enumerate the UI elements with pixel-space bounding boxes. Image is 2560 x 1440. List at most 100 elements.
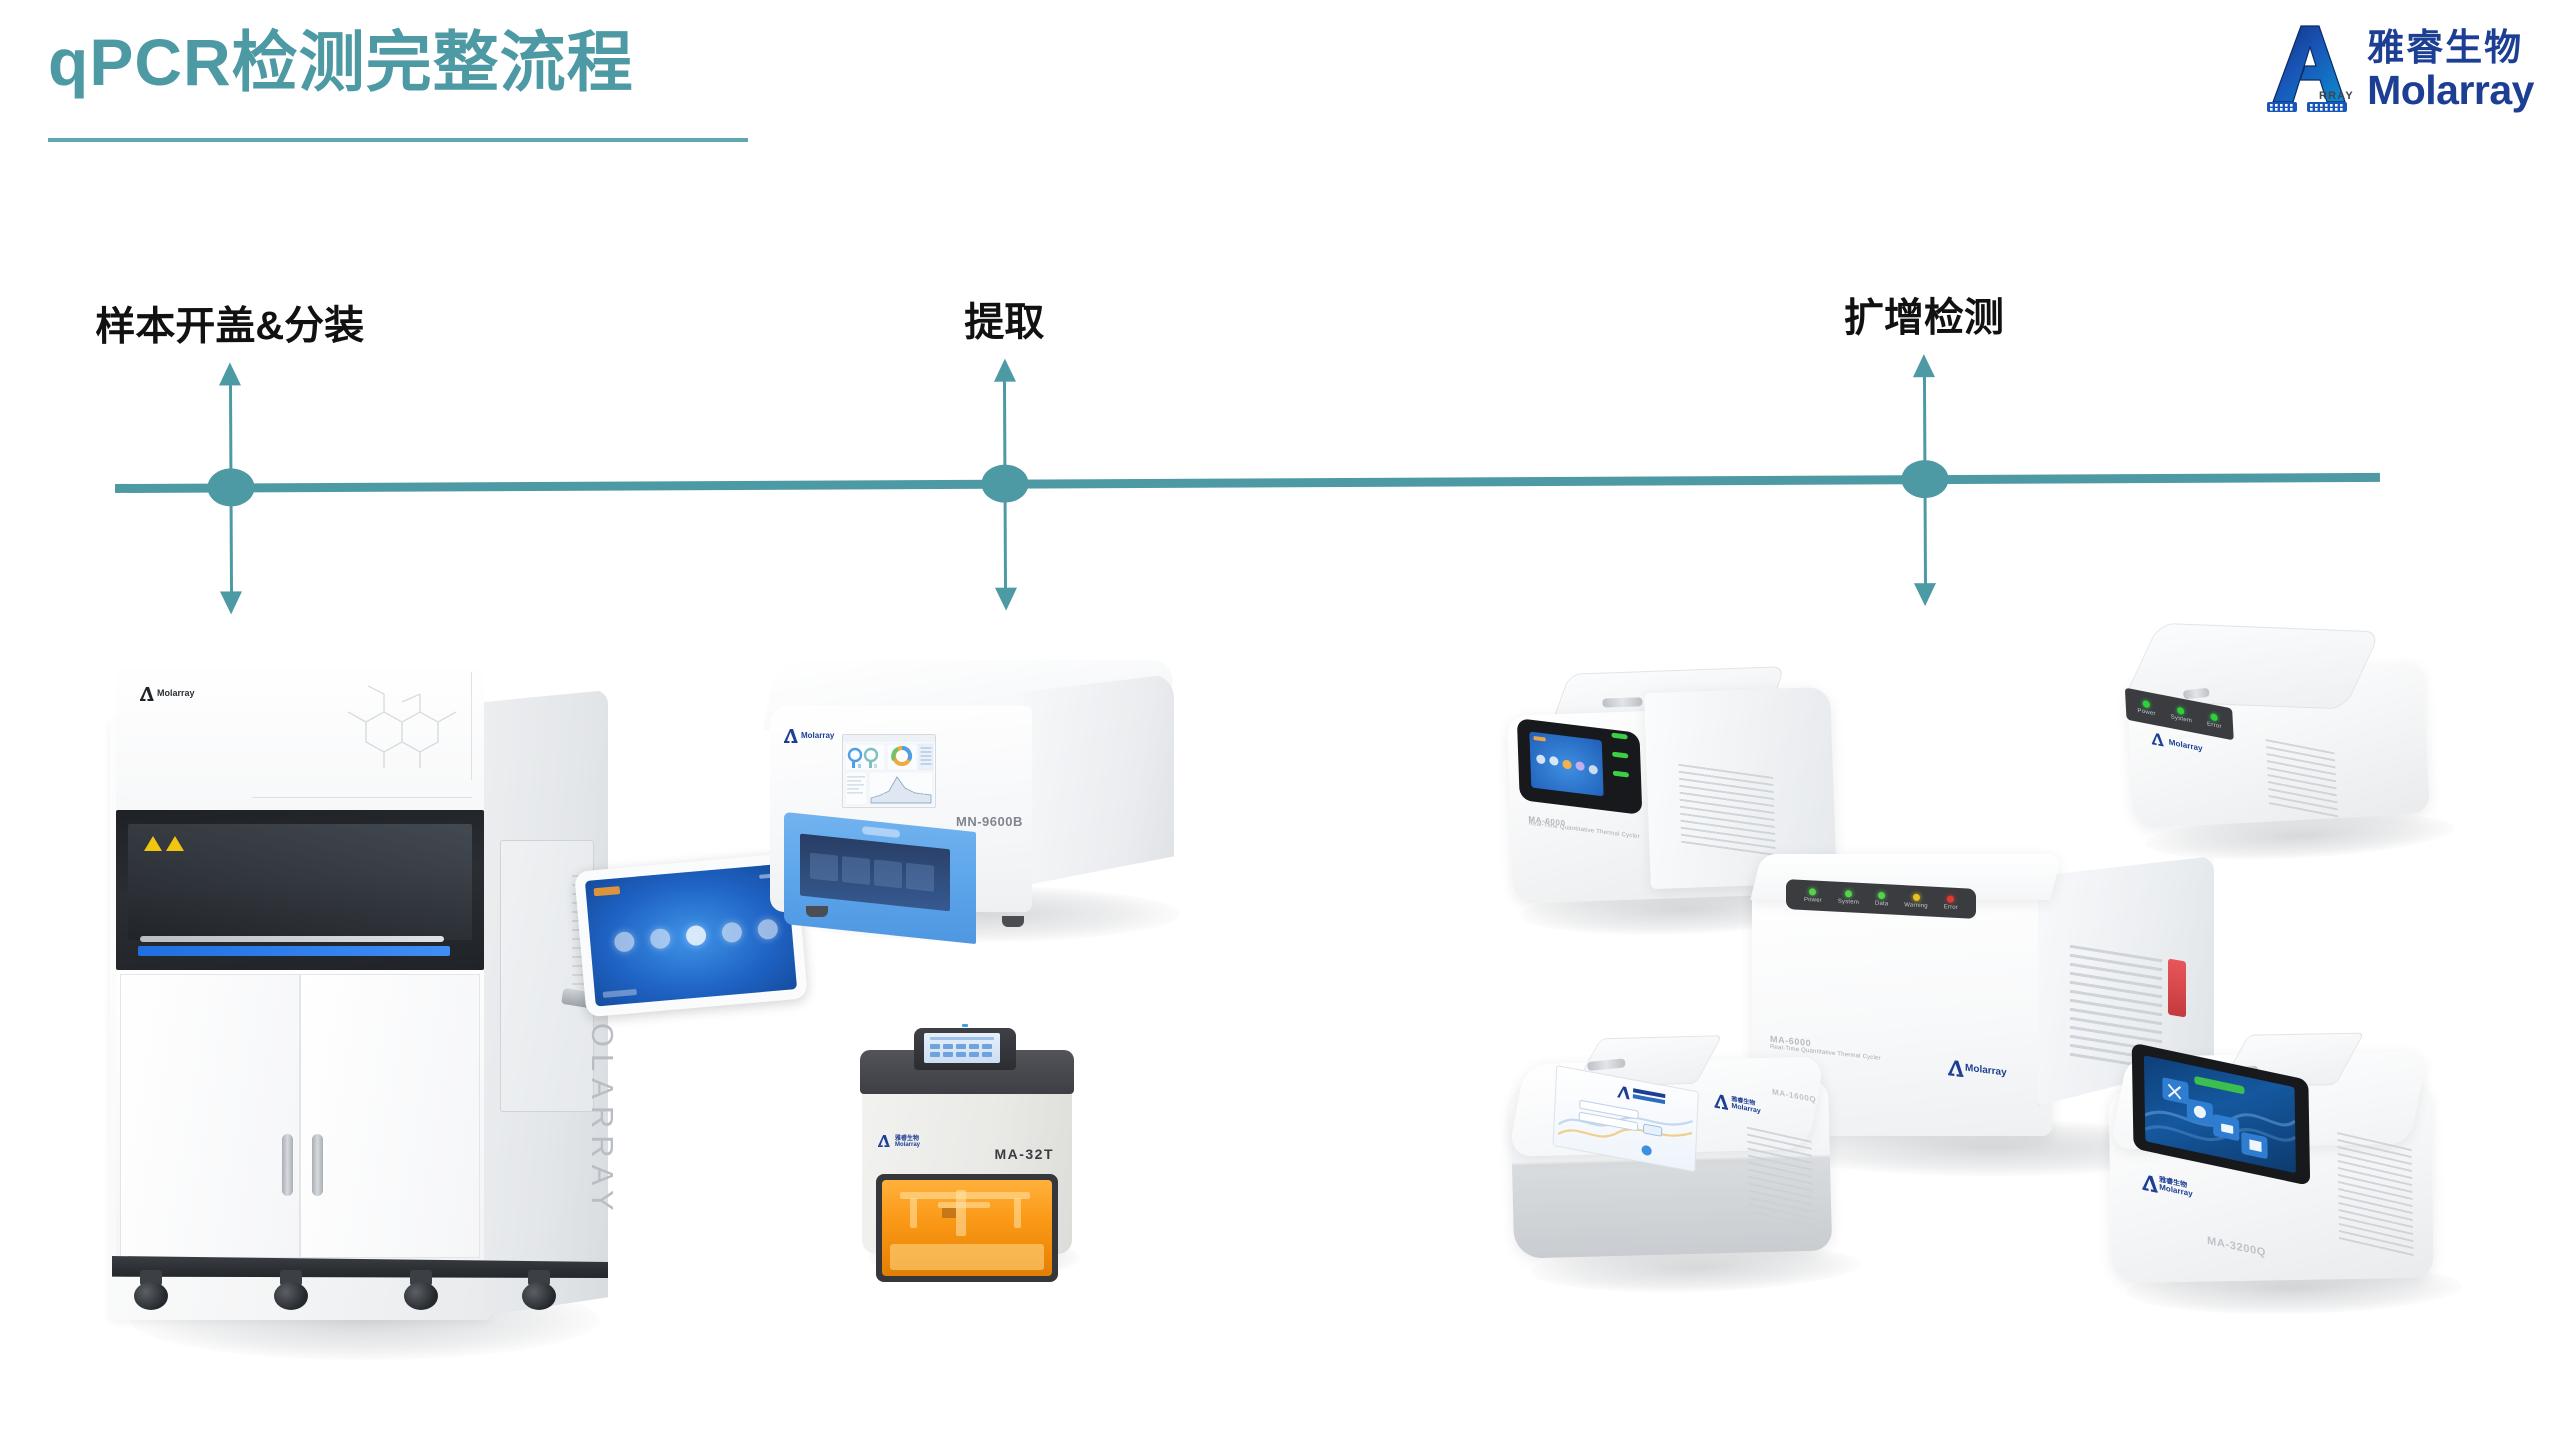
led-label-power: Power [2137,707,2156,717]
workstation-brand: Molarray [140,686,195,702]
mn9600b-brand: Molarray [784,728,834,744]
pcr-bottom-left-vents [1747,1126,1814,1227]
molecule-decoration-icon [347,685,457,768]
title-underline [48,138,748,142]
mn9600b-front-panel: Molarray [770,706,1032,945]
mn9600b-right-side [1022,674,1174,886]
led-warning: Warning [1904,893,1928,909]
product-pcr-bottom-right: 雅睿生物 Molarray MA-3200Q [2107,1027,2472,1323]
ma32t-brand-en: Molarray [895,1142,921,1148]
timeline-node-1[interactable] [206,468,255,507]
workstation-glass [128,824,472,940]
workstation-side-text: MOLARRAY [585,990,620,1218]
ma32t-chamber-window [882,1180,1052,1276]
warning-triangle-icon [166,836,184,851]
led-label-system: System [1837,898,1860,906]
arrowhead-up-icon [1913,354,1936,378]
workstation-door-handle-right[interactable] [312,1134,323,1196]
stage-arrow-up-2 [993,358,1016,478]
led-dot-error [1947,894,1955,903]
arrowhead-down-icon [994,587,1017,611]
brand-logo: RRAY 雅睿生物 Molarray [2234,14,2534,126]
mn9600b-drawer-handle[interactable] [862,826,900,839]
led-dot-power [2142,699,2150,708]
stage-label-1: 样本开盖&分装 [95,303,365,350]
array-a-logo-icon [784,728,798,744]
ma32t-chamber-frame [876,1174,1058,1282]
workstation-brand-label: Molarray [157,688,195,699]
led-dot-system [2177,706,2185,715]
workstation-door-left[interactable] [120,974,300,1258]
workstation-viewing-window [116,810,484,970]
logo-mark-sub: RRAY [2319,90,2354,102]
logo-wordmark: 雅睿生物 Molarray [2367,29,2534,111]
warning-triangle-icon [144,836,162,851]
product-pcr-top-right: Power System Error Molarray [2122,610,2467,877]
led-system: System [1838,889,1859,905]
arrowhead-up-icon [993,358,1016,382]
array-a-logo-icon [2142,1173,2158,1193]
stage-label-2: 提取 [964,300,1045,345]
logo-name-cn: 雅睿生物 [2367,27,2524,68]
pcr-bottom-left-touchscreen[interactable] [1552,1065,1699,1173]
led-dot-power [1809,887,1817,896]
led-dot-error [2210,712,2218,721]
ma32t-screen-shell [914,1024,1016,1070]
ma32t-brand-cn: 雅睿生物 [895,1135,920,1142]
page-title: qPCR检测完整流程 [48,25,634,99]
stage-arrow-up-3 [1913,354,1936,474]
led-label-data: Data [1874,900,1889,907]
logo-name-en: Molarray [2367,67,2534,113]
led-label-warning: Warning [1904,901,1928,909]
led-error: Error [2206,712,2222,730]
led-dot-data [1878,891,1886,899]
led-data: Data [1875,891,1888,907]
workstation-indicator-strip [138,946,450,956]
product-extractor-mn9600b: Molarray [762,660,1190,950]
product-extractor-ma32t: 雅睿生物 Molarray MA-32T [860,1024,1084,1284]
stage-label-3: 扩增检测 [1843,295,2005,341]
pcr-back-left-lid-handle[interactable] [1602,697,1643,708]
mn9600b-sample-drawer[interactable] [784,811,976,945]
workstation-doors [116,970,484,1260]
ma32t-body: 雅睿生物 Molarray MA-32T [862,1066,1072,1282]
mn9600b-drawer-window [800,833,950,912]
product-pcr-bottom-left: 雅睿生物 Molarray MA-1600Q [1507,1025,1876,1304]
pcr-center-brand-label: Molarray [1965,1062,2007,1079]
pcr-back-left-touchscreen[interactable] [1529,731,1604,797]
pcr-bottom-right-brand: 雅睿生物 Molarray [2142,1173,2193,1200]
workstation-screen-content [584,863,798,1007]
arrowhead-up-icon [218,362,241,386]
led-dot-system [1844,889,1852,897]
led-label-system: System [2170,713,2193,724]
timeline-axis: 样本开盖&分装 提取 扩增检测 [95,296,2380,615]
mn9600b-dashboard-screen[interactable] [842,734,936,808]
led-power: Power [2137,698,2156,717]
workstation-door-handle-left[interactable] [282,1134,293,1196]
workstation-caster [522,1270,556,1310]
product-workstation: Molarray MOLARRAY [110,660,808,1360]
stage-arrow-up-1 [218,362,241,482]
pcr-bottom-right-touchscreen[interactable] [2143,1055,2296,1174]
workstation-caster [404,1270,438,1310]
ma32t-touchscreen[interactable] [924,1033,1000,1063]
mn9600b-model-label: MN-9600B [956,814,1023,829]
pcr-bottom-left-brand: 雅睿生物 Molarray [1714,1092,1761,1117]
led-label-power: Power [1803,896,1822,904]
workstation-top-panel: Molarray [116,660,484,810]
workstation-caster [274,1270,308,1310]
workstation-door-right[interactable] [300,974,480,1258]
pcr-center-brand: Molarray [1948,1058,2007,1081]
pcr-bottom-right-vents [2337,1131,2414,1258]
led-error: Error [1944,894,1958,911]
timeline-node-2[interactable] [981,464,1029,503]
pcr-center-door-latch[interactable] [2168,958,2186,1018]
array-a-logo-icon: RRAY [2257,18,2361,122]
led-label-error: Error [2206,720,2222,730]
mn9600b-foot [806,906,828,917]
mn9600b-brand-label: Molarray [801,730,835,740]
timeline-node-3[interactable] [1901,460,1949,499]
pcr-back-left-status-leds [1611,732,1635,798]
mn9600b-foot [1002,916,1024,927]
pcr-top-right-vents [2265,739,2339,823]
